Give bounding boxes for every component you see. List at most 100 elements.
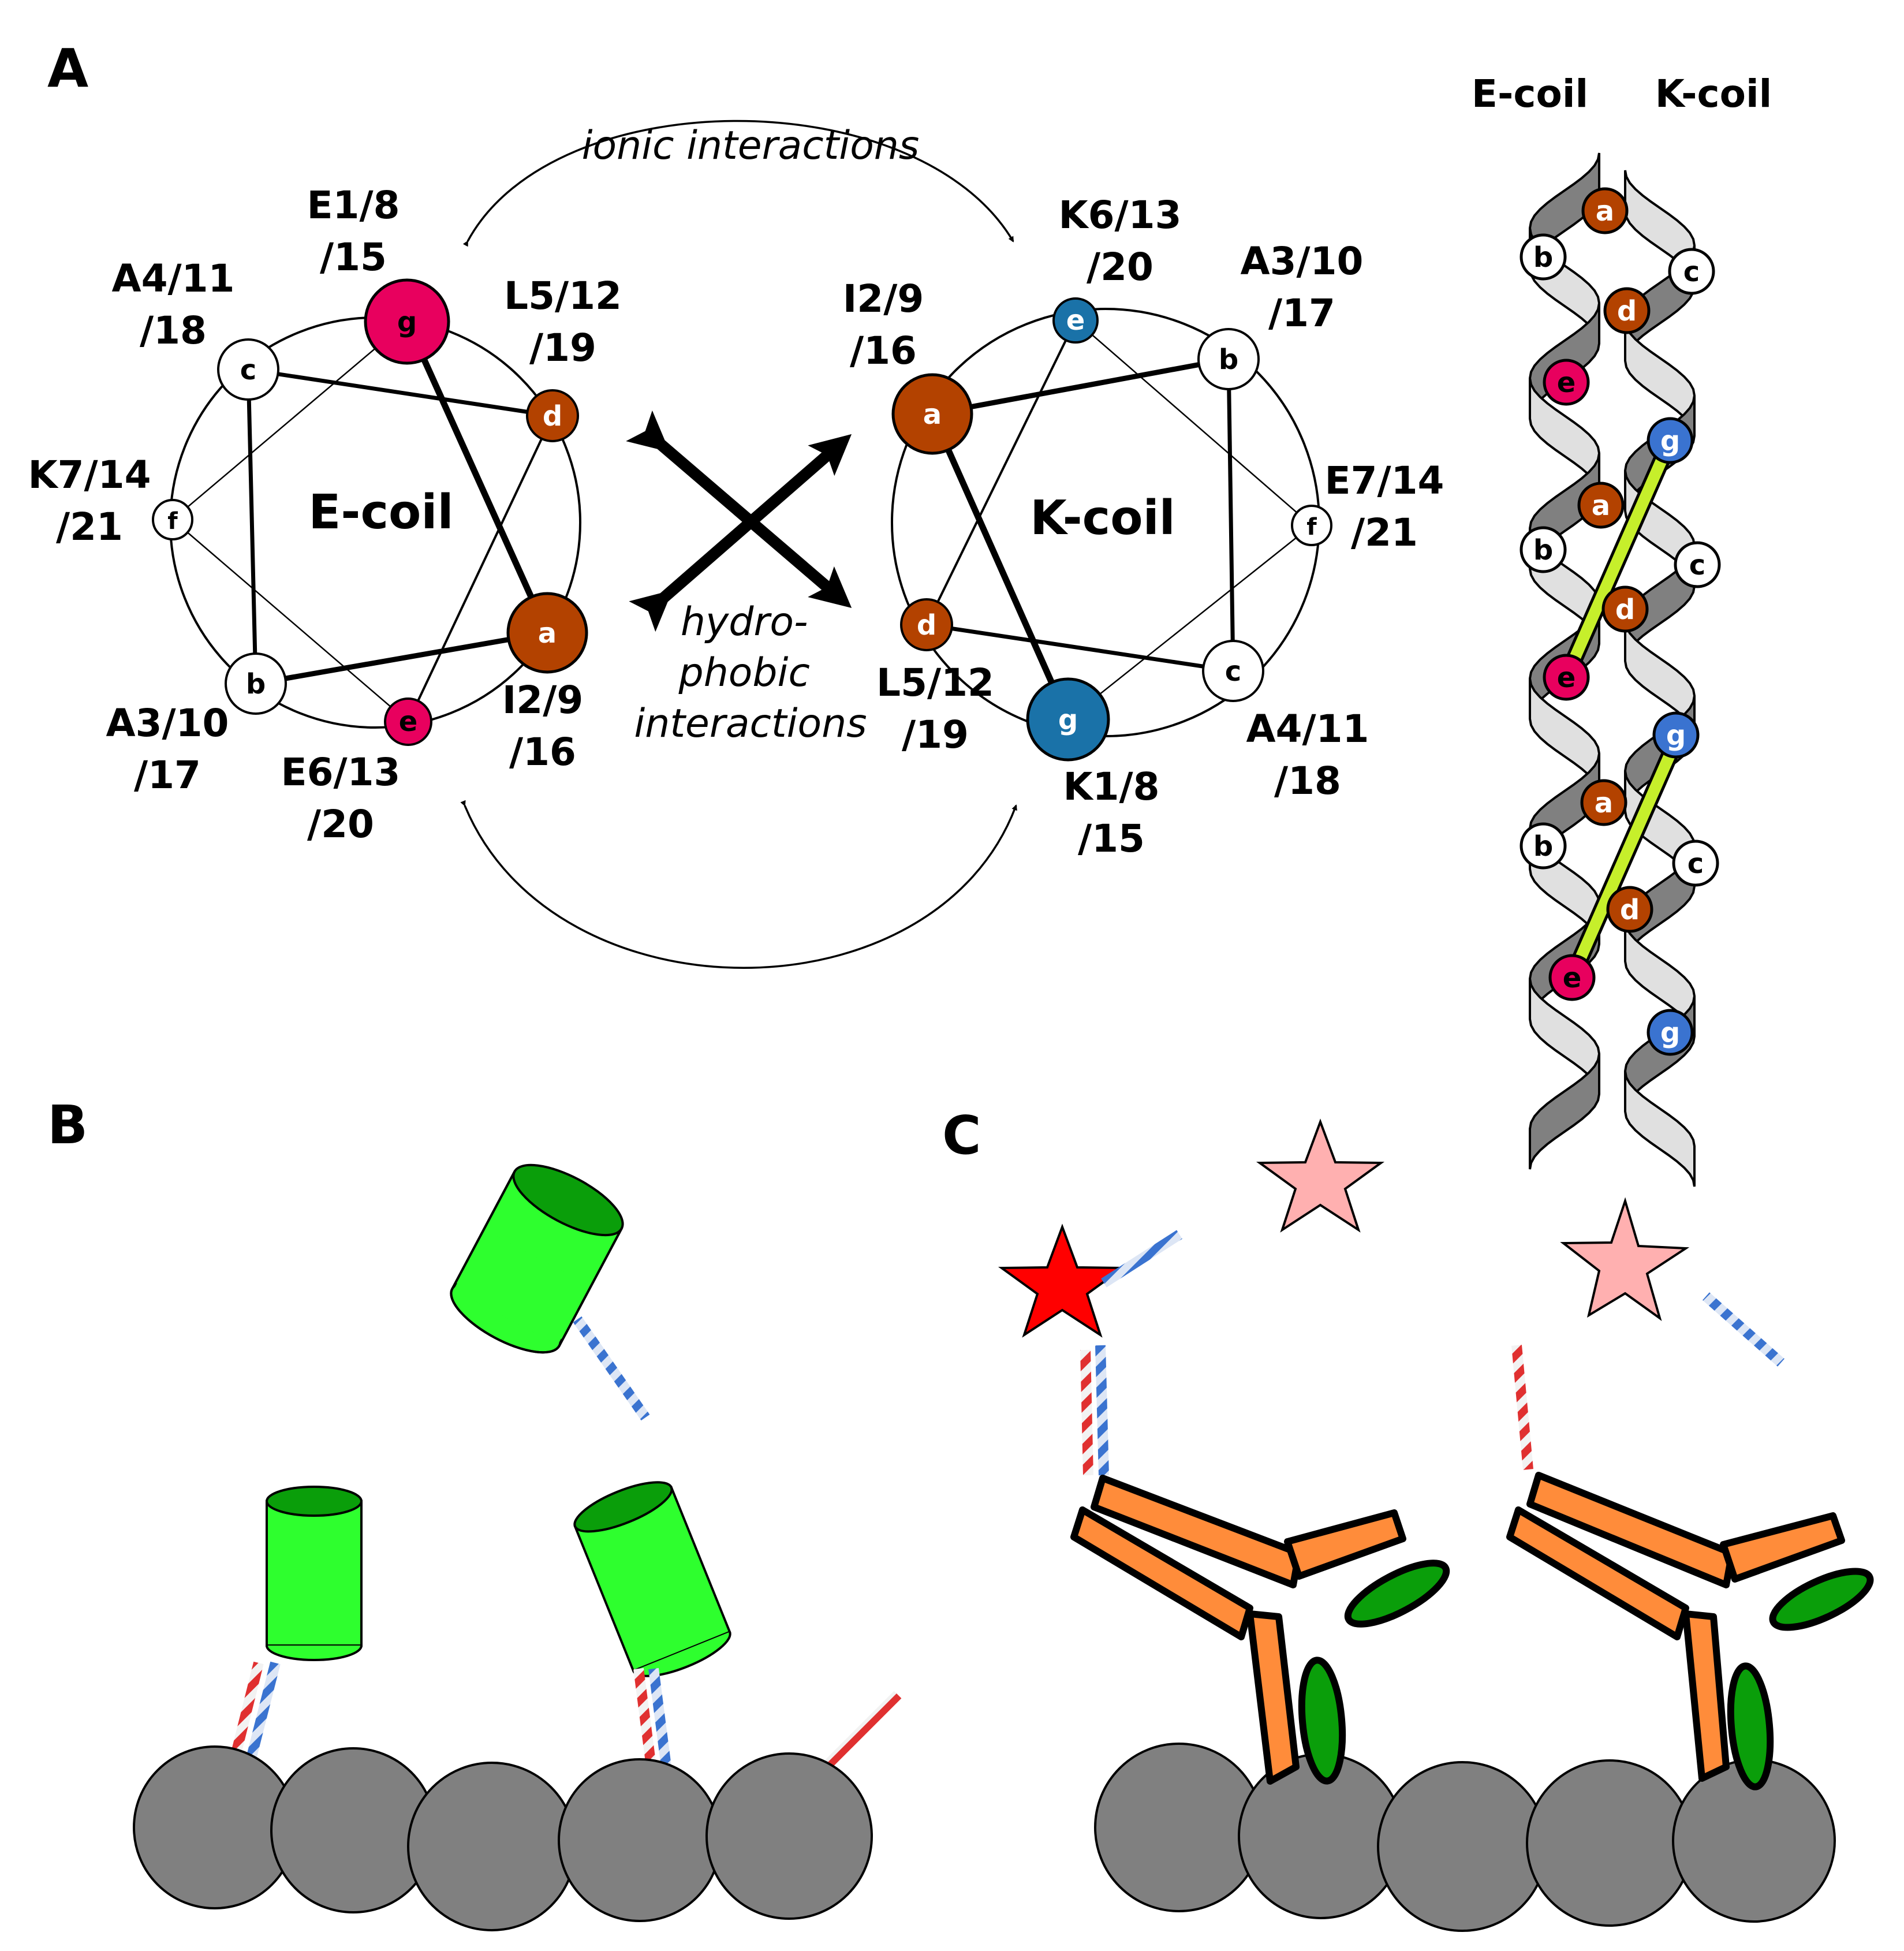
helix-turn bbox=[1529, 1053, 1600, 1170]
helix-residue-d bbox=[1601, 585, 1649, 633]
helix-residue-d bbox=[1606, 886, 1653, 933]
c-floating-kcoil-1 bbox=[1101, 1230, 1182, 1288]
e-residue-g-letter: g bbox=[397, 306, 417, 338]
e-residue-e bbox=[384, 697, 432, 746]
e-residue-c bbox=[217, 338, 279, 401]
e-residue-f bbox=[152, 499, 193, 540]
b-bead bbox=[705, 1752, 873, 1920]
e-residue-a-letter: a bbox=[538, 617, 557, 650]
k-residue-b bbox=[1197, 328, 1260, 390]
helix-residue-letter: e bbox=[1557, 367, 1576, 399]
e-residue-f-letter: f bbox=[167, 508, 178, 535]
helix-residue-e bbox=[1543, 654, 1590, 701]
k-residue-a-letter: a bbox=[923, 398, 942, 431]
k-residue-e-letter: e bbox=[1066, 304, 1085, 337]
panel-b bbox=[133, 1163, 902, 1931]
helix-residue-letter: g bbox=[1660, 1017, 1680, 1049]
hydrophobic-interactions-text: hydro- phobic interactions bbox=[634, 599, 867, 747]
b-cylinder-2 bbox=[573, 1481, 731, 1677]
k-residue-f bbox=[1291, 505, 1332, 546]
c-bead bbox=[1094, 1743, 1264, 1912]
k-residue-g-letter: g bbox=[1058, 704, 1078, 736]
helix-k-title: K-coil bbox=[1655, 72, 1772, 116]
k-residue-c-letter: c bbox=[1225, 655, 1241, 688]
helix-residue-letter: b bbox=[1533, 534, 1553, 566]
helix-e-title: E-coil bbox=[1472, 72, 1588, 116]
e-residue-c-letter: c bbox=[240, 354, 256, 386]
helix-residue-letter: a bbox=[1596, 195, 1614, 227]
e-residue-g bbox=[364, 278, 450, 365]
e-wheel-connections bbox=[172, 320, 554, 722]
helix-residue-letter: e bbox=[1563, 962, 1582, 994]
b-cylinder-1 bbox=[266, 1486, 363, 1661]
helix-residue-a bbox=[1577, 482, 1625, 529]
salt-bridge-2-fill bbox=[1566, 735, 1682, 983]
ionic-arc-bottom bbox=[460, 800, 1017, 969]
e-label-d: L5/12/19 bbox=[504, 274, 622, 370]
helix-residue-letter: a bbox=[1595, 787, 1613, 819]
e-residue-b bbox=[225, 652, 287, 715]
k-label-a: I2/9/16 bbox=[843, 277, 924, 373]
panel-c bbox=[998, 1118, 1874, 1932]
helix-residue-letter: b bbox=[1533, 830, 1553, 863]
helix-residue-b bbox=[1520, 822, 1567, 870]
b-floating-kcoil bbox=[573, 1316, 650, 1421]
c-antibody-2 bbox=[1506, 1472, 1874, 1790]
helix-residue-g bbox=[1647, 417, 1694, 464]
e-label-a: I2/9/16 bbox=[502, 678, 584, 774]
e-label-f: K7/14/21 bbox=[28, 453, 151, 549]
helix-residue-letter: c bbox=[1689, 549, 1705, 581]
k-residue-e bbox=[1052, 297, 1099, 344]
k-residue-f-letter: f bbox=[1306, 514, 1317, 540]
c-bead bbox=[1377, 1761, 1548, 1932]
c-antibody-1 bbox=[1070, 1475, 1450, 1785]
helix-residue-letter: c bbox=[1688, 848, 1704, 880]
k-residue-b-letter: b bbox=[1219, 344, 1238, 376]
c-bead bbox=[1526, 1759, 1693, 1927]
helix-residue-b bbox=[1520, 233, 1567, 281]
k-residue-c bbox=[1202, 640, 1264, 702]
e-residue-b-letter: b bbox=[246, 668, 266, 700]
c-kcoil-1 bbox=[1095, 1345, 1109, 1476]
helix-residue-a bbox=[1581, 187, 1629, 234]
k-coil-wheel: e b a f d c g K-coil K6/13/20 A3/10/17 I… bbox=[843, 193, 1444, 861]
salt-bridge-1-fill bbox=[1560, 435, 1676, 683]
helix-residue-a bbox=[1580, 779, 1627, 826]
ionic-interactions-text: ionic interactions bbox=[582, 123, 920, 169]
c-star-red bbox=[998, 1223, 1127, 1338]
helix-residue-letter: e bbox=[1557, 662, 1576, 694]
helix-residue-letter: g bbox=[1666, 719, 1686, 752]
k-label-e: K6/13/20 bbox=[1058, 193, 1181, 289]
c-ecoil-1 bbox=[1080, 1349, 1093, 1476]
helix-turn bbox=[1624, 1070, 1696, 1187]
e-residue-e-letter: e bbox=[399, 706, 418, 738]
helix-residue-c bbox=[1668, 248, 1715, 295]
helix-residue-c bbox=[1674, 541, 1721, 588]
e-label-g: E1/8/15 bbox=[307, 183, 400, 279]
helix-residue-letter: d bbox=[1617, 295, 1637, 327]
e-residue-d-letter: d bbox=[543, 400, 562, 432]
k-label-f: E7/14/21 bbox=[1325, 458, 1444, 555]
c-beads bbox=[1094, 1743, 1836, 1932]
helix-residue-letter: d bbox=[1615, 594, 1635, 626]
helix-residue-c bbox=[1672, 840, 1719, 887]
helix-residue-g bbox=[1647, 1009, 1694, 1056]
helix-residue-g bbox=[1652, 711, 1700, 759]
helix-residue-d bbox=[1603, 287, 1651, 334]
panel-label-c: C bbox=[942, 1105, 981, 1166]
k-residue-a bbox=[891, 373, 973, 455]
k-label-c: A4/11/18 bbox=[1246, 707, 1369, 803]
hydrophobic-arrow-2 bbox=[626, 410, 852, 609]
b-floating-cylinder bbox=[450, 1163, 624, 1354]
k-wheel-title: K-coil bbox=[1030, 491, 1175, 546]
e-coil-wheel: g d c f a b e E-coil E1/8/15 L5/12/19 A4… bbox=[28, 183, 621, 846]
ionic-arc-top bbox=[462, 120, 1014, 247]
k-label-d: L5/12/19 bbox=[876, 661, 994, 757]
k-residue-d bbox=[900, 598, 953, 651]
c-floating-kcoil-2 bbox=[1703, 1292, 1784, 1367]
e-wheel-title: E-coil bbox=[308, 485, 453, 540]
k-label-b: A3/10/17 bbox=[1241, 239, 1364, 335]
